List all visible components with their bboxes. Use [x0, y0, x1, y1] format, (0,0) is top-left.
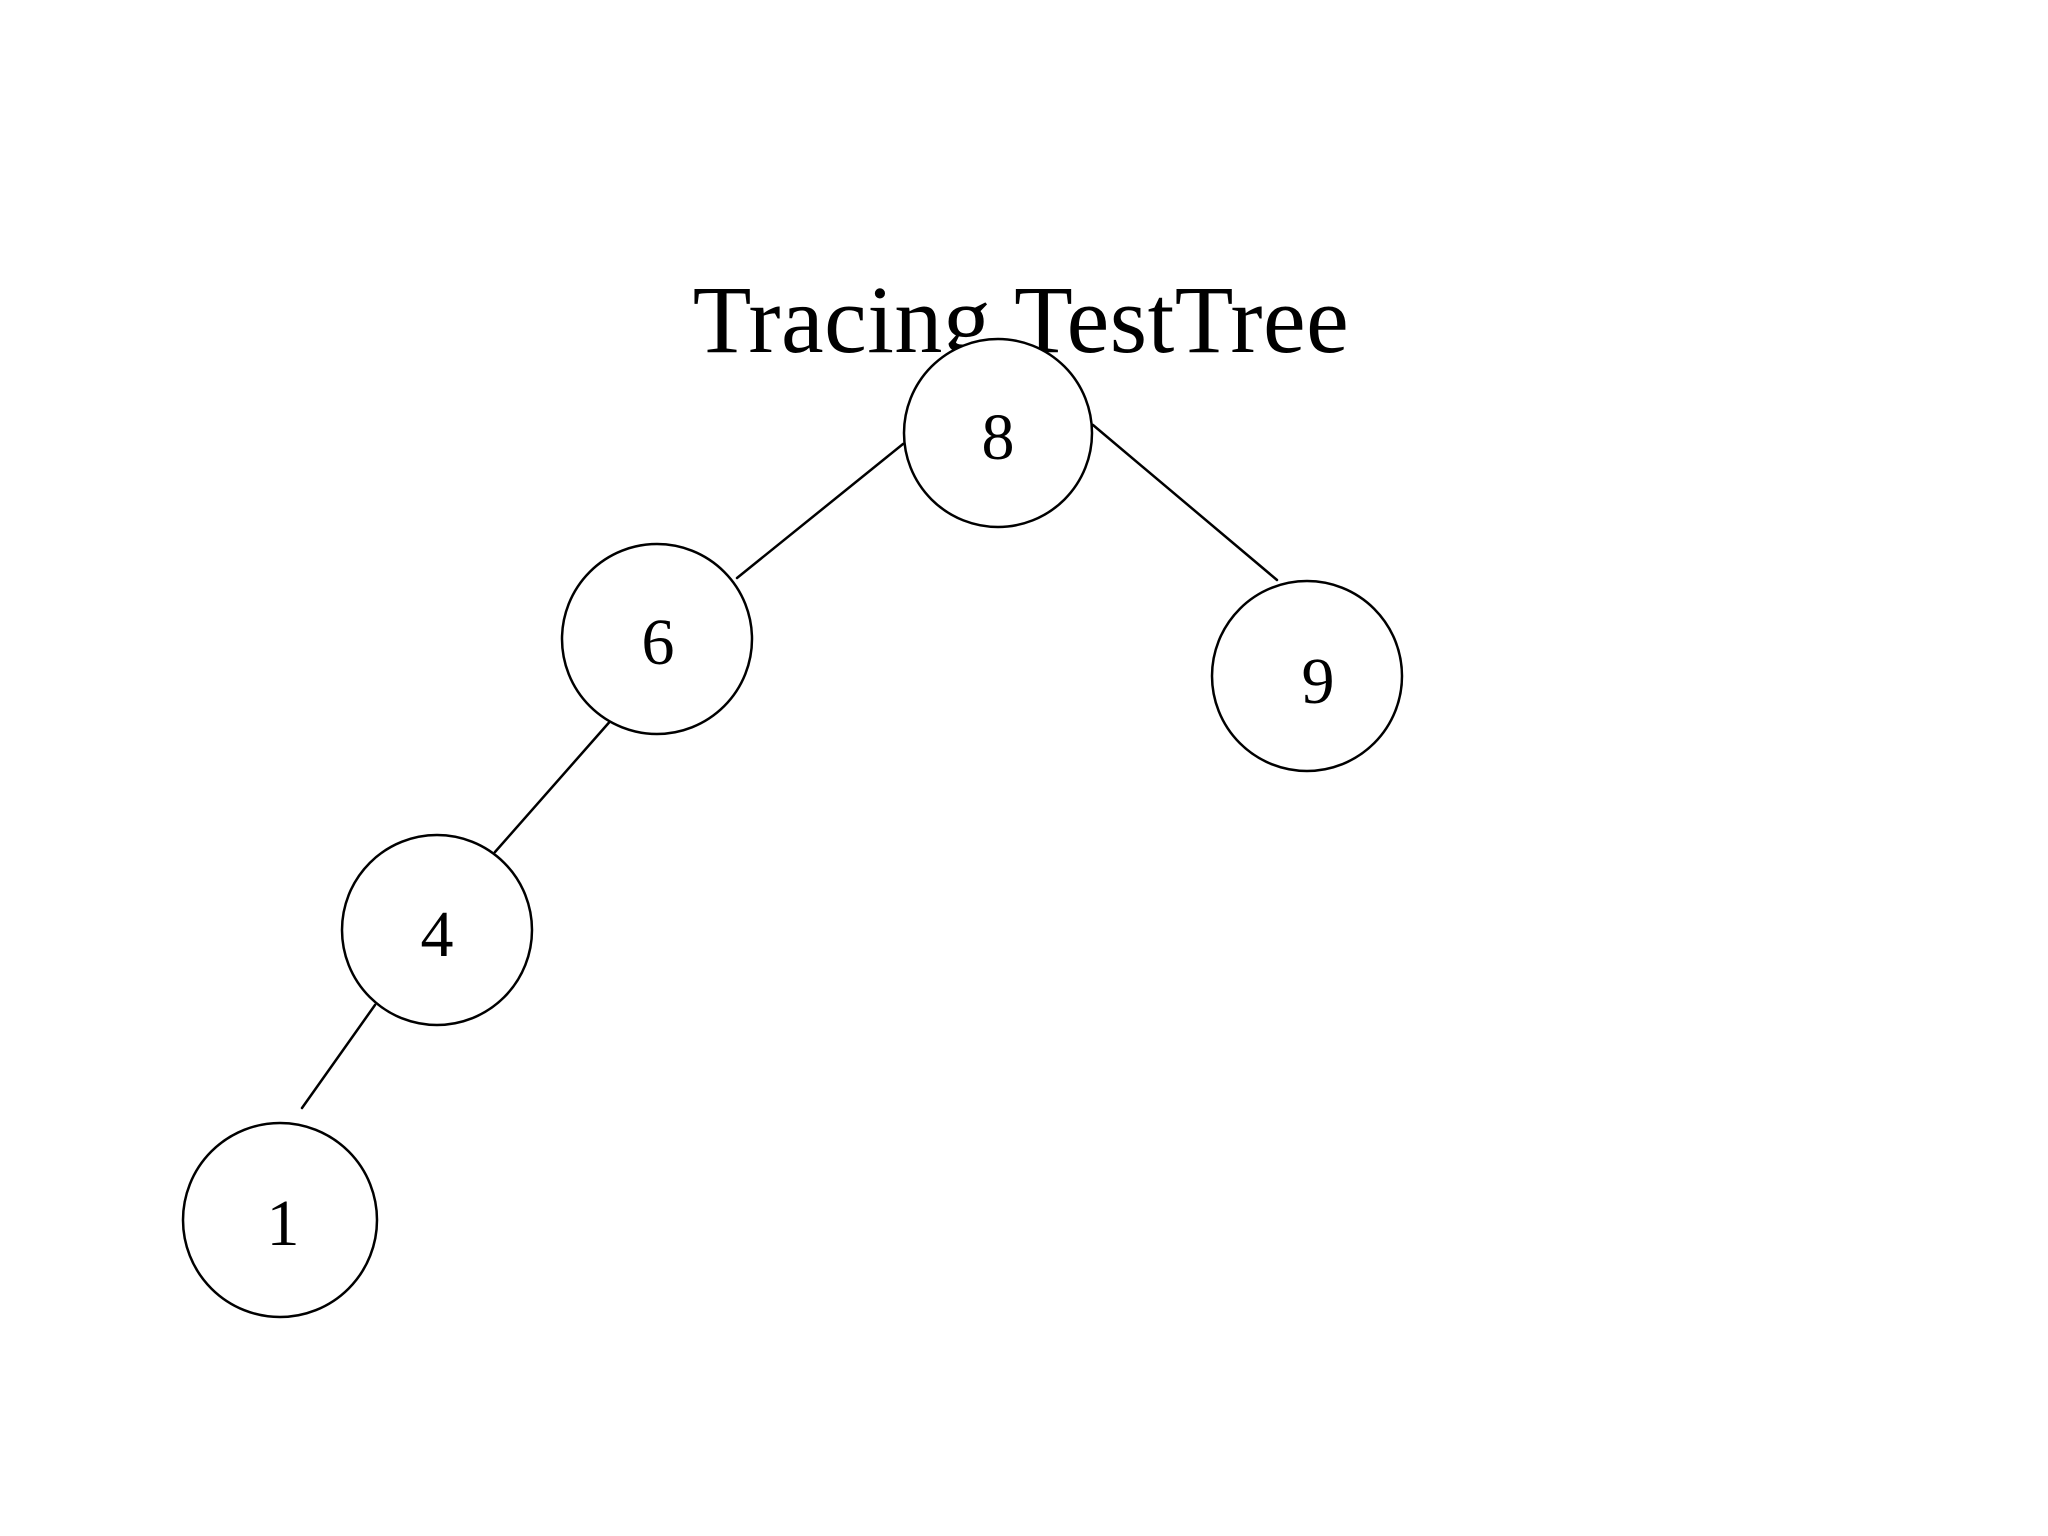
tree-node-circle[interactable] — [902, 337, 1094, 529]
tree-node-label: 4 — [420, 898, 454, 971]
node-layer — [181, 337, 1404, 1319]
tree-node-label: 9 — [1301, 645, 1335, 718]
tree-edge — [493, 716, 615, 854]
edge-layer — [300, 423, 1279, 1110]
tree-node-circle[interactable] — [340, 833, 534, 1027]
tree-edge — [1091, 423, 1279, 582]
tree-node-circle[interactable] — [560, 542, 754, 736]
tree-node-label: 6 — [641, 606, 675, 679]
tree-node-label: 1 — [266, 1187, 300, 1260]
tree-edge — [300, 1003, 377, 1110]
tree-node-circle[interactable] — [181, 1121, 379, 1319]
tree-node-label: 8 — [981, 401, 1015, 474]
tree-node-circle[interactable] — [1210, 579, 1404, 773]
tree-edge — [735, 442, 905, 580]
